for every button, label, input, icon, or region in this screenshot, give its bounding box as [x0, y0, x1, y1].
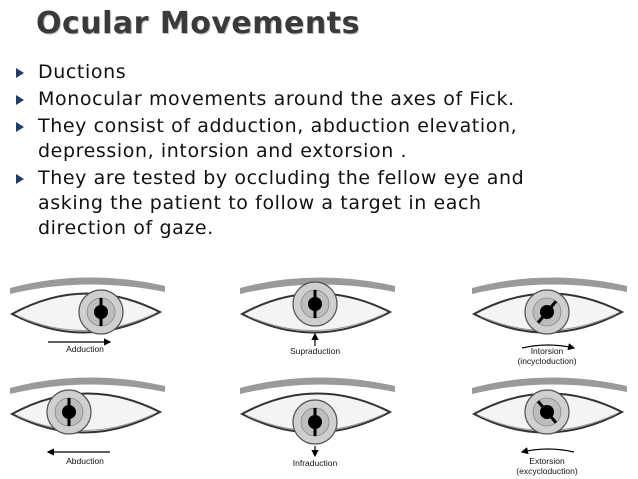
axis-line	[536, 300, 558, 324]
bullet-text: Monocular movements around the axes of F…	[38, 88, 515, 110]
lower-lid-line	[17, 313, 155, 331]
eyebrow	[240, 377, 395, 394]
eye-caption: Supraduction	[230, 346, 400, 356]
bullet-text-continued: direction of gaze.	[38, 217, 214, 239]
bullet-item: Ductions	[14, 60, 624, 85]
bullet-item: They are tested by occluding the fellow …	[14, 166, 624, 241]
lower-lid-line	[247, 313, 385, 331]
eye-label: Extorsion	[529, 456, 565, 466]
eye-caption: Adduction	[0, 344, 170, 354]
slide-title: Ocular Movements	[36, 6, 360, 41]
bullet-list: Ductions Monocular movements around the …	[14, 60, 624, 243]
eye-illustration	[9, 277, 165, 335]
eye-label: Intorsion	[530, 346, 564, 356]
eyebrow	[10, 277, 165, 294]
eye-illustration	[9, 377, 165, 435]
eye-caption: Intorsion (incycloduction)	[462, 346, 632, 366]
bullet-text: They are tested by occluding the fellow …	[38, 167, 525, 189]
eye-illustration	[239, 377, 395, 445]
eye-caption: Infraduction	[230, 458, 400, 468]
eyebrow	[240, 277, 395, 294]
eyebrow	[472, 277, 627, 294]
bullet-text: Ductions	[38, 61, 127, 83]
bullet-arrow-icon	[16, 95, 24, 105]
eye-panel-supraduction: Supraduction	[230, 276, 400, 376]
eyebrow	[10, 377, 165, 394]
eye-label: Abduction	[66, 456, 104, 466]
bullet-arrow-icon	[16, 68, 24, 78]
eye-label: Adduction	[66, 344, 104, 354]
bullet-item: Monocular movements around the axes of F…	[14, 87, 624, 112]
eye-panel-adduction: Adduction	[0, 276, 170, 376]
eye-sublabel: (incycloduction)	[517, 356, 577, 366]
eye-label: Infraduction	[292, 458, 338, 468]
eye-caption: Extorsion (excycloduction)	[462, 456, 632, 476]
eye-sublabel: (excycloduction)	[516, 466, 578, 476]
eye-panel-infraduction: Infraduction	[230, 376, 400, 476]
axis-line	[536, 400, 558, 424]
eye-panel-extorsion: Extorsion (excycloduction)	[462, 376, 632, 476]
eye-illustration	[471, 277, 627, 335]
bullet-text: They consist of adduction, abduction ele…	[38, 115, 518, 137]
bullet-arrow-icon	[16, 174, 24, 184]
torsion-marker	[536, 300, 558, 324]
bullet-item: They consist of adduction, abduction ele…	[14, 114, 624, 164]
eye-label: Supraduction	[289, 346, 341, 356]
lower-lid-line	[17, 413, 155, 431]
eye-caption: Abduction	[0, 456, 170, 466]
bullet-text-continued: asking the patient to follow a target in…	[38, 192, 482, 214]
torsion-marker	[536, 400, 558, 424]
eye-illustration	[239, 277, 395, 334]
eye-panel-abduction: Abduction	[0, 376, 170, 476]
bullet-text-continued: depression, intorsion and extorsion .	[38, 140, 408, 162]
eye-illustration	[471, 377, 627, 435]
eyebrow	[472, 377, 627, 394]
bullet-arrow-icon	[16, 122, 24, 132]
eye-panel-intorsion: Intorsion (incycloduction)	[462, 276, 632, 376]
